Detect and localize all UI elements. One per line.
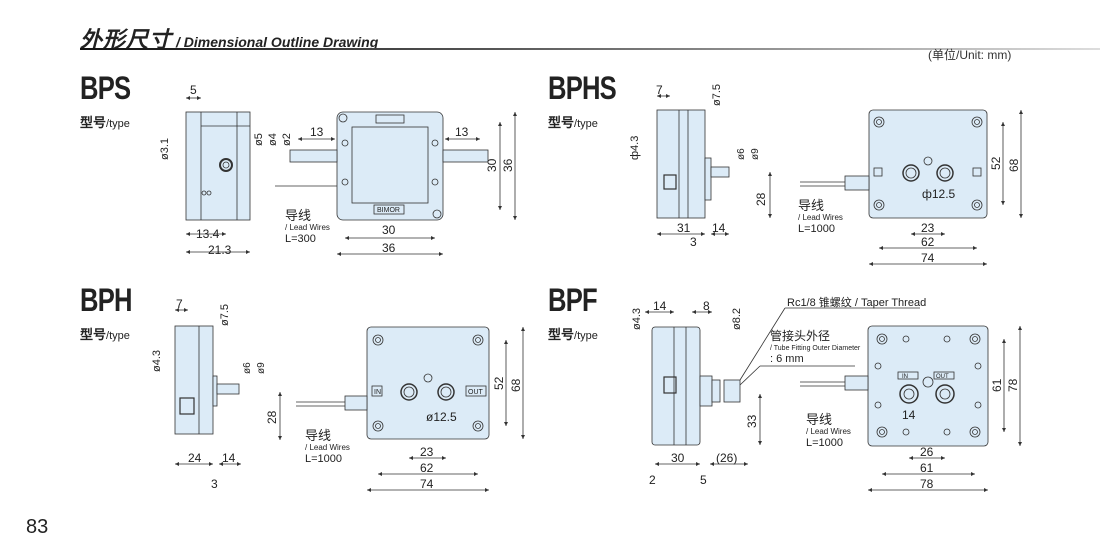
bph-dim: ø6 [242, 362, 253, 374]
bphs-dim: ø6 [736, 148, 747, 160]
bphs-side-view [656, 109, 730, 219]
bphs-dim: 7 [656, 83, 663, 97]
bps-dim: 13 [455, 125, 469, 139]
bph-dim: 68 [509, 378, 523, 392]
bpf-lead-label-en: / Lead Wires [806, 427, 851, 436]
bpf-dim: 14 [902, 408, 916, 422]
bphs-lead-label: 导线 [798, 198, 824, 213]
bps-dim: ø2 [281, 133, 293, 146]
bpf-dim: 8 [703, 299, 710, 313]
model-bph: BPH [80, 282, 132, 318]
bpf-dim: 30 [671, 451, 685, 465]
bps-dim: ø4 [267, 133, 279, 146]
bphs-dim: ø7.5 [711, 84, 723, 106]
bphs-dim: ф12.5 [922, 187, 956, 201]
bphs-dim: ø9 [750, 148, 761, 160]
bps-dim: 21.3 [208, 243, 232, 257]
type-label-bph: 型号/type [80, 327, 130, 342]
bpf-lead-label: 导线 [806, 412, 832, 427]
bpf-lead-length: L=1000 [806, 437, 843, 449]
bphs-dim: 62 [921, 235, 935, 249]
bps-dim: 30 [382, 223, 396, 237]
bph-side-view [174, 325, 240, 435]
bpf-fitting-label-en: / Tube Fitting Outer Diameter [770, 345, 861, 352]
bph-front-view [344, 326, 490, 440]
bph-dim: ø4.3 [151, 350, 163, 372]
bph-out-label: OUT [468, 389, 484, 396]
type-label-bpf: 型号/type [548, 327, 598, 342]
bpf-fitting-label: 管接头外径 [770, 328, 830, 343]
bph-lead-length: L=1000 [305, 453, 342, 465]
bpf-thread-note: Rc1/8 锥螺纹 / Taper Thread [787, 295, 926, 309]
bph-lead-label-en: / Lead Wires [305, 443, 350, 452]
bph-dim: 74 [420, 477, 434, 491]
bps-dim: 36 [501, 158, 515, 172]
bpf-side-view [651, 326, 741, 446]
bpf-dim: 14 [653, 299, 667, 313]
bpf-fitting-value: : 6 mm [770, 353, 804, 365]
bphs-dim: 74 [921, 251, 935, 265]
bph-dim: 7 [176, 297, 183, 311]
bphs-front-view [844, 109, 988, 219]
bph-in-label: IN [374, 389, 381, 396]
bpf-dim: ø4.3 [631, 308, 643, 330]
bph-dim: 3 [211, 477, 218, 491]
bpf-front-view [844, 325, 989, 447]
model-bps: BPS [80, 70, 131, 106]
unit-note: (单位/Unit: mm) [928, 48, 1012, 62]
model-bpf: BPF [548, 282, 598, 318]
model-bphs: BPHS [548, 70, 617, 106]
bph-lead-label: 导线 [305, 428, 331, 443]
bphs-dim: 31 [677, 221, 691, 235]
bps-brand-label: BIMOR [377, 207, 400, 214]
bphs-dim: 23 [921, 221, 935, 235]
bps-dim: 13 [310, 125, 324, 139]
bph-dim: 52 [492, 376, 506, 390]
bph-dim: 14 [222, 451, 236, 465]
bps-front-view [289, 111, 489, 221]
bphs-dim: 68 [1007, 158, 1021, 172]
bps-dim: 36 [382, 241, 396, 255]
bps-side-view [185, 111, 251, 221]
bps-lead-label-en: / Lead Wires [285, 223, 330, 232]
bpf-dim: ø8.2 [731, 308, 743, 330]
bps-dim: ø5 [253, 133, 265, 146]
bpf-dim: 33 [745, 414, 759, 428]
bpf-dim: 61 [920, 461, 934, 475]
bpf-out-label: OUT [936, 374, 949, 380]
bps-lead-length: L=300 [285, 233, 316, 245]
bph-dim: 62 [420, 461, 434, 475]
bph-dim: ø7.5 [219, 304, 231, 326]
bpf-dim: 78 [1006, 378, 1020, 392]
bph-dim: 23 [420, 445, 434, 459]
bph-dim: ø9 [256, 362, 267, 374]
title-rule [80, 48, 1100, 50]
bphs-dim: 52 [989, 156, 1003, 170]
bpf-dim: 26 [920, 445, 934, 459]
bps-dim: 5 [190, 83, 197, 97]
type-label-bps: 型号/type [80, 115, 130, 130]
bph-dim: 28 [265, 410, 279, 424]
type-label-bphs: 型号/type [548, 115, 598, 130]
bpf-dim: 78 [920, 477, 934, 491]
bphs-lead-label-en: / Lead Wires [798, 213, 843, 222]
page-number: 83 [26, 516, 49, 538]
bps-dim: ø3.1 [159, 138, 171, 160]
bph-dim: ø12.5 [426, 410, 457, 424]
bph-dim: 24 [188, 451, 202, 465]
bpf-dim: 2 [649, 473, 656, 487]
bps-lead-label: 导线 [285, 208, 311, 223]
bpf-in-label: IN [902, 374, 908, 380]
bps-dim: 13.4 [196, 227, 220, 241]
bpf-dim: (26) [716, 451, 737, 465]
bphs-dim: 28 [754, 192, 768, 206]
bpf-dim: 5 [700, 473, 707, 487]
bps-dim: 30 [485, 158, 499, 172]
bphs-dim: 14 [712, 221, 726, 235]
section-title: 外形尺寸/ Dimensional Outline Drawing [80, 27, 379, 52]
bpf-dim: 61 [990, 378, 1004, 392]
bphs-dim: ф4.3 [629, 136, 641, 160]
bphs-lead-length: L=1000 [798, 223, 835, 235]
bphs-dim: 3 [690, 235, 697, 249]
